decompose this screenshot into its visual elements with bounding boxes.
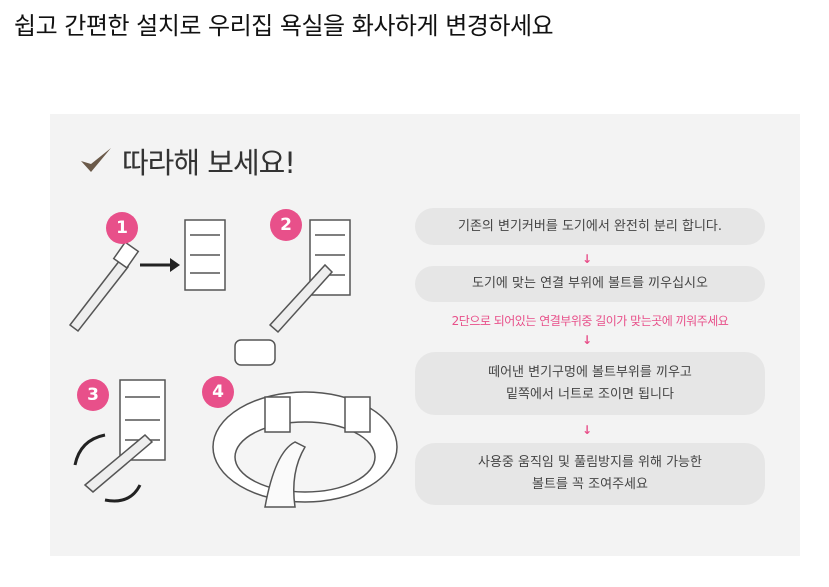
step-number-4: 4	[202, 376, 234, 408]
step3-illustration	[73, 379, 166, 503]
step4-illustration	[212, 391, 398, 508]
step1-illustration	[68, 219, 226, 333]
step-text: 기존의 변기커버를 도기에서 완전히 분리 합니다.	[458, 218, 722, 234]
page-title: 쉽고 간편한 설치로 우리집 욕실을 화사하게 변경하세요	[14, 12, 554, 40]
step-note: 2단으로 되어있는 연결부위중 길이가 맞는곳에 끼워주세요	[451, 314, 729, 328]
section-heading: 따라해 보세요!	[78, 140, 296, 182]
step-box-1: 기존의 변기커버를 도기에서 완전히 분리 합니다.	[415, 208, 765, 245]
step-text: 떼어낸 변기구멍에 볼트부위를 끼우고	[488, 364, 692, 380]
step-number-3: 3	[77, 379, 109, 411]
step-box-3: 떼어낸 변기구멍에 볼트부위를 끼우고 밑쪽에서 너트로 조이면 됩니다	[415, 352, 765, 415]
step-number-2: 2	[270, 209, 302, 241]
down-arrow-icon: ↓	[582, 252, 593, 266]
step-text: 밑쪽에서 너트로 조이면 됩니다	[506, 386, 674, 402]
step2-illustration	[234, 219, 351, 366]
step-text: 볼트를 꼭 조여주세요	[532, 477, 648, 492]
step-box-4: 사용중 움직임 및 풀림방지를 위해 가능한 볼트를 꼭 조여주세요	[415, 443, 765, 505]
step-box-2: 도기에 맞는 연결 부위에 볼트를 끼우십시오	[415, 266, 765, 302]
down-arrow-icon: ↓	[582, 333, 593, 347]
step-number-1: 1	[106, 212, 138, 244]
step-text: 사용중 움직임 및 풀림방지를 위해 가능한	[478, 455, 702, 470]
checkmark-icon	[81, 148, 111, 172]
down-arrow-icon: ↓	[582, 423, 593, 437]
step-text: 도기에 맞는 연결 부위에 볼트를 끼우십시오	[472, 276, 708, 291]
